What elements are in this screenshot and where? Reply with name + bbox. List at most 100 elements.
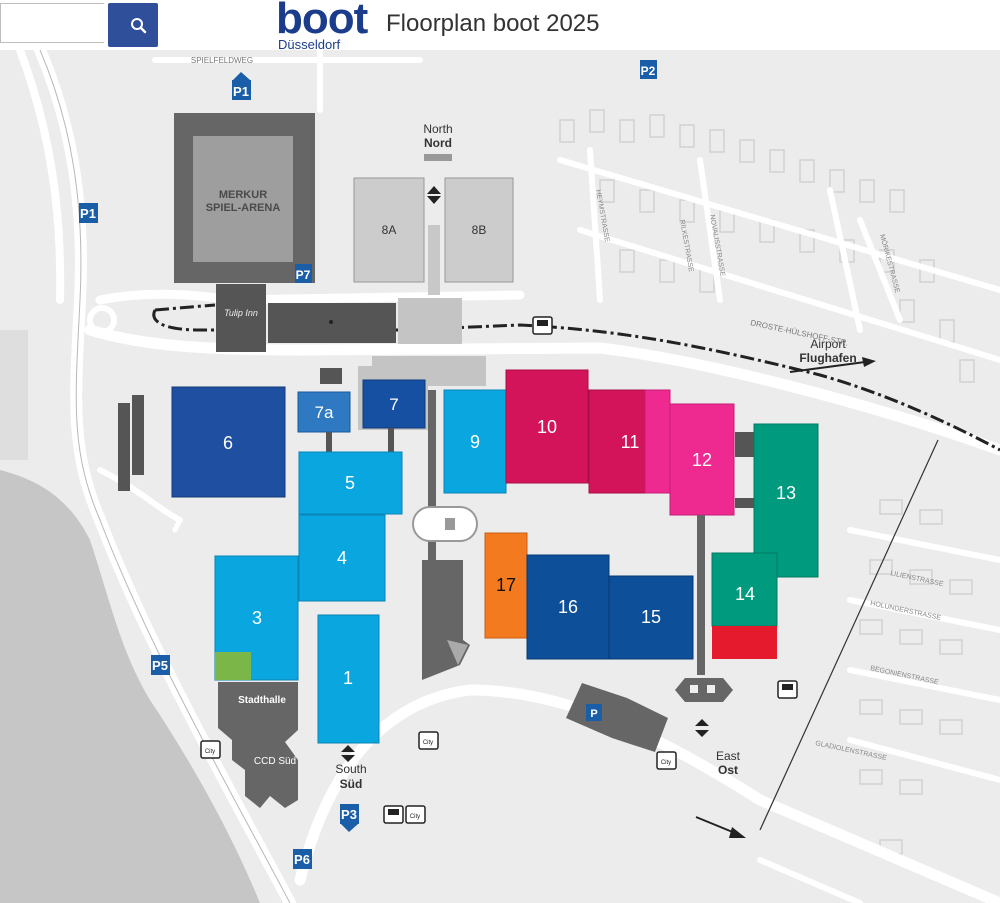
parking-p1-top[interactable]: P1 [232,72,251,100]
north-label-de: Nord [424,136,452,150]
floorplan-map[interactable]: MERKUR SPIEL-ARENA Tulip Inn 8A 8B North… [0,50,1000,903]
small-building [320,368,342,384]
parking-p6[interactable]: P6 [293,849,312,869]
hall-1[interactable] [317,614,380,744]
east-entrance-hub[interactable] [675,678,733,702]
airport-label-en: Airport [810,337,846,351]
hall-8a[interactable] [353,177,425,283]
bus-stop-south-icon[interactable] [383,805,404,824]
hall-14[interactable] [711,552,778,627]
parking-p2-label: P2 [641,64,656,78]
hall-15[interactable] [608,575,694,660]
hall-11-annex [644,389,671,494]
boundary-line [759,439,939,831]
north-entrance-arrow-icon [427,186,441,204]
search-button[interactable] [108,3,158,47]
search-icon [131,18,147,34]
hall-4[interactable] [298,514,386,602]
hall-9[interactable] [443,389,507,494]
hall-8b-label: 8B [472,223,487,237]
parking-p3[interactable]: P3 [340,804,359,832]
parking-p5[interactable]: P5 [151,655,170,675]
east-entrance-arrow-icon [695,719,709,737]
hall-7[interactable] [362,379,426,429]
connector-7a-5 [326,432,332,454]
logo-word: boot [276,0,368,43]
svg-text:City: City [205,749,215,755]
hall-1-label: 1 [343,668,353,688]
parking-p1-left[interactable]: P1 [79,203,98,223]
hall-14-label: 14 [735,584,755,604]
hall-7a-label: 7a [315,403,334,422]
hall-8b[interactable] [444,177,514,283]
east-label-en: East [716,749,741,763]
svg-text:City: City [661,760,671,766]
airport-arrow-line [789,361,866,373]
east-label-de: Ost [718,763,738,777]
hotel-building[interactable] [216,284,266,352]
taxi-stop-east-icon[interactable]: City [656,751,677,770]
parking-p5-label: P5 [152,658,168,673]
connector-12-13-b [735,498,755,508]
bus-stop-east-icon[interactable] [777,680,798,699]
hall-4-label: 4 [337,548,347,568]
hall-3-green-area [215,652,251,680]
hall-13-label: 13 [776,483,796,503]
hall-5-label: 5 [345,473,355,493]
logo-city: Düsseldorf [278,37,341,52]
parking-p2[interactable]: P2 [640,60,657,79]
svg-text:City: City [410,814,420,820]
hall-11[interactable] [588,389,646,494]
east-hub-info-icon [690,685,698,693]
connector-7-5 [388,428,394,454]
stadthalle-building[interactable] [218,682,298,808]
hall-11-label: 11 [621,432,640,452]
taxi-stop-south-icon[interactable]: City [418,731,439,750]
hall-16-label: 16 [558,597,578,617]
hall-8-connector [428,225,440,295]
parking-east[interactable]: P [586,704,602,721]
central-connector [428,390,436,570]
parking-p7[interactable]: P7 [295,264,312,283]
hall-13[interactable] [753,423,819,578]
track-info-icon [445,518,455,530]
hall-16[interactable] [526,554,610,660]
hall-6[interactable] [171,386,286,498]
arena-inner [193,136,293,262]
search-input[interactable] [0,3,104,43]
hall-12[interactable] [669,403,735,516]
north-label-en: North [423,122,452,136]
bus-stop-icon[interactable] [532,316,553,335]
hall-6-label: 6 [223,433,233,453]
hotel-label: Tulip Inn [224,308,258,318]
connector-12-15 [697,515,705,675]
airport-arrow-icon [862,357,876,367]
north-entrance-marker [329,320,333,324]
taxi-stop-south2-icon[interactable]: City [405,805,426,824]
hall-7a[interactable] [297,391,351,433]
north-service-block [398,298,462,344]
residential-streets [557,147,1000,903]
taxi-stop-west-icon[interactable]: City [200,740,221,759]
parking-east-label: P [590,708,597,720]
parking-p6-label: P6 [294,852,310,867]
hall-10[interactable] [505,369,589,484]
hall-9-label: 9 [470,432,480,452]
skytrain-line [152,309,1000,452]
skytrain-line-west [154,303,216,312]
connector-12-13 [735,432,755,457]
east-parking-building[interactable] [566,683,668,752]
hall-14-red-area [712,626,777,659]
hall-8a-label: 8A [382,223,397,237]
southeast-arrow-icon [729,827,746,838]
top-bar: boot Düsseldorf Floorplan boot 2025 [0,0,1000,52]
parking-p1-left-label: P1 [80,206,96,221]
airport-label-de: Flughafen [799,351,856,365]
boot-logo[interactable]: boot Düsseldorf [276,0,368,52]
hall-5[interactable] [298,451,403,515]
south-label-de: Süd [340,777,363,791]
south-entrance-arrow-icon [341,745,355,762]
hall-3-label: 3 [252,608,262,628]
svg-text:City: City [423,740,433,746]
south-label-en: South [335,762,366,776]
